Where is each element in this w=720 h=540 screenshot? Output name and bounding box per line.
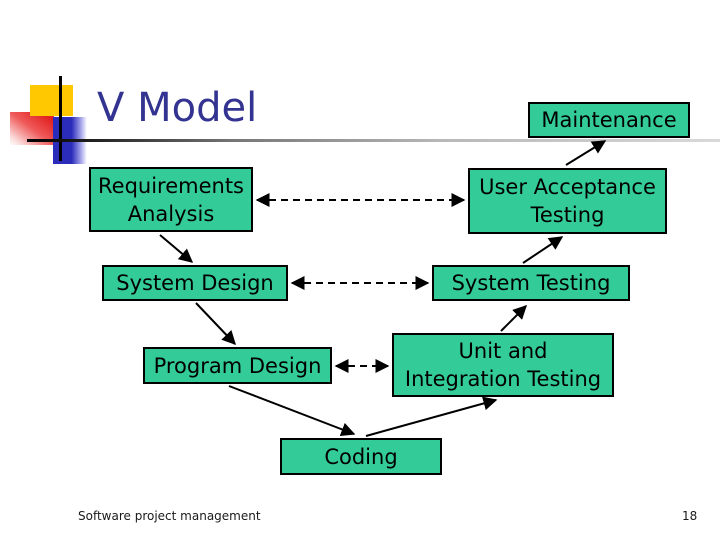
arrow-program-design-to-coding bbox=[228, 385, 356, 437]
arrow-system-design-to-program-design bbox=[195, 302, 236, 346]
arrow-requirements-to-system-design bbox=[159, 234, 194, 263]
box-system-design: System Design bbox=[102, 265, 288, 301]
box-program-design: Program Design bbox=[143, 347, 332, 384]
arrow-coding-to-unit-integration bbox=[365, 396, 498, 437]
box-system-testing: System Testing bbox=[432, 265, 630, 301]
page-number: 18 bbox=[682, 509, 698, 523]
box-maintenance: Maintenance bbox=[528, 102, 690, 138]
deco-vertical-line bbox=[59, 76, 62, 161]
slide-title: V Model bbox=[97, 85, 258, 131]
footer-text: Software project management bbox=[78, 509, 261, 523]
arrow-user-acceptance-to-maintenance bbox=[565, 140, 607, 166]
arrow-unit-integration-to-system-testing bbox=[500, 305, 527, 332]
box-unit-integration-testing: Unit and Integration Testing bbox=[392, 333, 614, 397]
deco-yellow-square bbox=[30, 85, 73, 116]
box-coding: Coding bbox=[280, 438, 442, 475]
box-user-acceptance-testing: User Acceptance Testing bbox=[468, 168, 667, 234]
box-requirements-analysis: Requirements Analysis bbox=[89, 167, 253, 232]
title-underline-rule bbox=[27, 139, 720, 142]
arrow-system-testing-to-user-acceptance bbox=[522, 236, 564, 264]
